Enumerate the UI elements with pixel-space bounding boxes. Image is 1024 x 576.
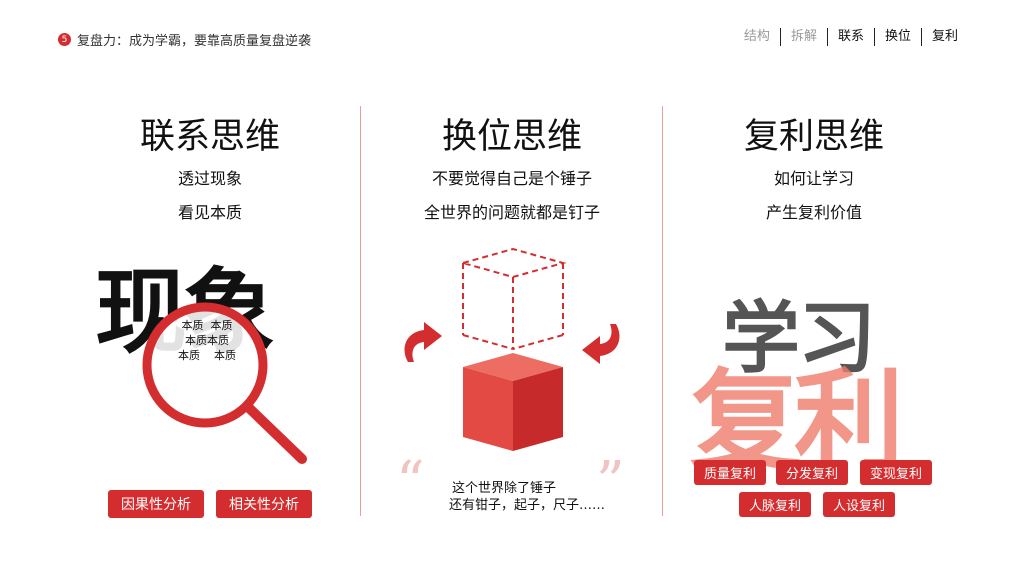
column-divider	[360, 106, 361, 516]
nav-item-structure[interactable]: 结构	[743, 29, 770, 44]
nav-item-perspective[interactable]: 换位	[873, 28, 921, 46]
nav-item-connection[interactable]: 联系	[826, 28, 874, 46]
tag-quality-compound[interactable]: 质量复利	[694, 460, 767, 485]
lens-word: 本质	[181, 319, 204, 332]
lens-word: 本质	[210, 319, 233, 332]
breadcrumb: 5 复盘力：成为学霸，要靠高质量复盘逆袭	[58, 30, 311, 49]
tag-persona-compound[interactable]: 人设复利	[823, 492, 896, 517]
column-line: 如何让学习	[773, 169, 854, 188]
big-text-study: 学习	[722, 293, 876, 384]
lens-words: 本质 本质 本质本质 本质 本质	[162, 318, 252, 363]
lens-word: 本质	[214, 349, 236, 362]
column-line: 产生复利价值	[765, 203, 862, 222]
column-connection-thinking: 联系思维 透过现象 看见本质	[60, 100, 360, 223]
nav-item-compound[interactable]: 复利	[920, 28, 968, 46]
caption-line: 这个世界除了锤子	[452, 481, 557, 496]
column-compound-thinking: 复利思维 如何让学习 产生复利价值	[664, 100, 964, 223]
quote-open: “	[396, 450, 425, 515]
breadcrumb-text: 复盘力：成为学霸，要靠高质量复盘逆袭	[77, 34, 312, 49]
nav-item-breakdown[interactable]: 拆解	[779, 28, 827, 46]
column-line: 透过现象	[177, 169, 242, 188]
rotate-arrow-icon	[404, 322, 442, 362]
tag-causal-analysis[interactable]: 因果性分析	[108, 490, 204, 518]
magnifier-icon	[142, 302, 307, 464]
column-title: 复利思维	[743, 117, 884, 157]
lens-word: 本质	[178, 349, 200, 362]
column-perspective-thinking: 换位思维 不要觉得自己是个锤子 全世界的问题就都是钉子	[362, 100, 662, 223]
column-line: 看见本质	[177, 203, 242, 222]
section-number-badge: 5	[58, 33, 71, 46]
column-line: 不要觉得自己是个锤子	[431, 169, 592, 188]
caption-line: 还有钳子，起子，尺子……	[449, 498, 606, 513]
lens-word: 本质本质	[185, 334, 229, 347]
top-bar: 5 复盘力：成为学霸，要靠高质量复盘逆袭 结构 拆解 联系 换位 复利	[0, 0, 1024, 60]
section-nav: 结构 拆解 联系 换位 复利	[734, 28, 968, 46]
rotate-arrow-icon	[582, 324, 620, 364]
column-title: 换位思维	[441, 117, 582, 157]
tag-network-compound[interactable]: 人脉复利	[739, 492, 812, 517]
column-divider	[662, 106, 663, 516]
tag-distribution-compound[interactable]: 分发复利	[776, 460, 849, 485]
column-line: 全世界的问题就都是钉子	[423, 203, 600, 222]
tag-correlation-analysis[interactable]: 相关性分析	[216, 490, 312, 518]
quote-close: ”	[596, 450, 625, 515]
column-title: 联系思维	[139, 117, 280, 157]
tag-monetization-compound[interactable]: 变现复利	[860, 460, 933, 485]
cube-icon	[459, 247, 567, 451]
